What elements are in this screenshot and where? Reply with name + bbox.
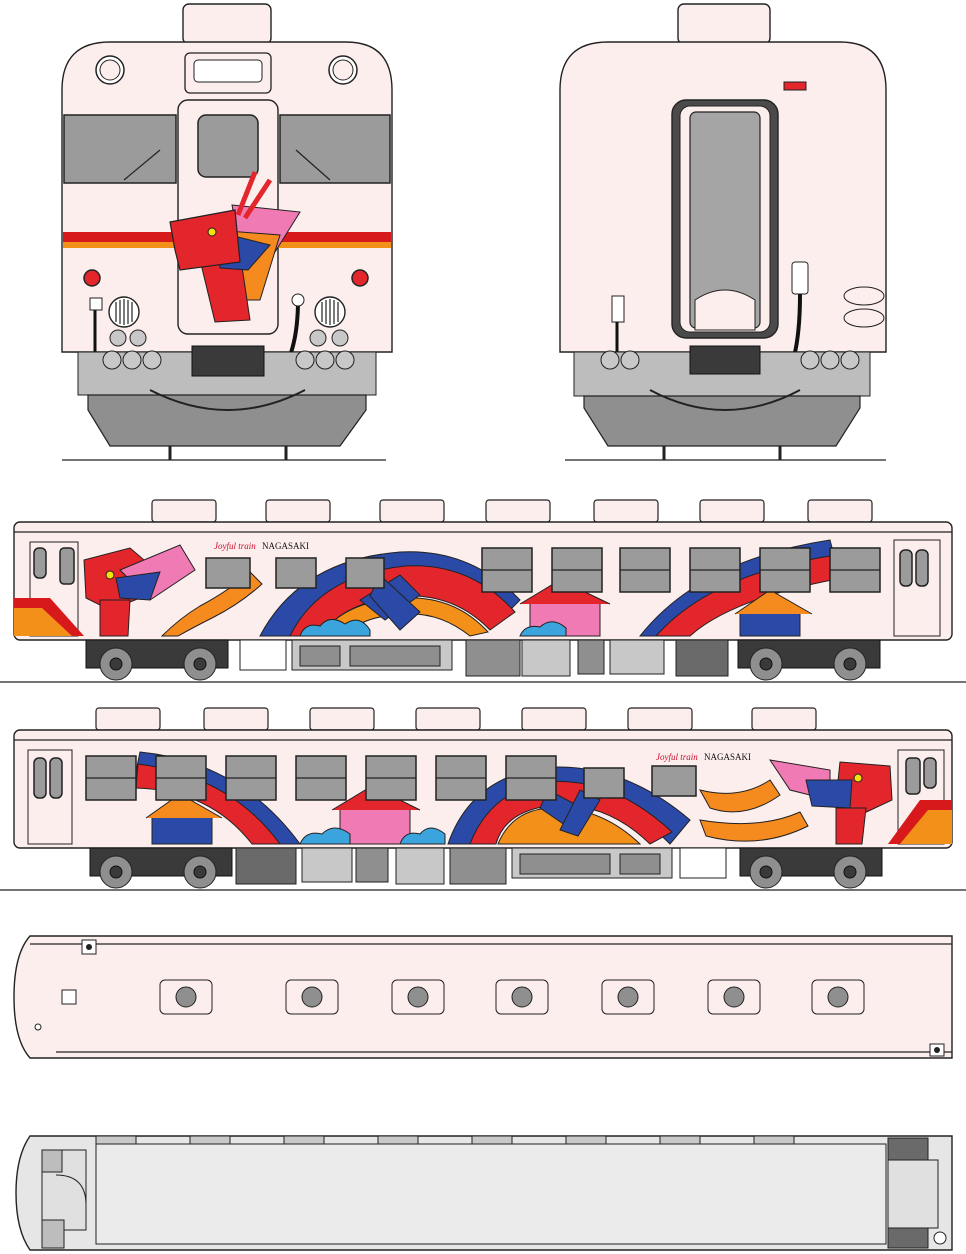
side-windows-a [205,547,881,593]
rear-end-view [559,3,887,461]
underfloor-equipment-b [235,847,727,885]
coupler-rear [689,345,761,375]
livery-script-b: Joyful train [656,752,698,762]
tail-light-right [351,269,369,287]
underfloor-equipment-a [239,639,729,677]
side-view-a: Joyful train NAGASAKI [0,499,966,683]
passenger-saloon [95,1143,887,1245]
side-windows-b [85,755,697,801]
coupler-front [191,345,265,377]
bogie-a2 [737,639,881,681]
livery-name-a: NAGASAKI [262,541,309,551]
front-end-view [61,3,393,461]
bogie-b1 [89,847,233,889]
front-window-right [279,114,391,184]
roof-vents [159,979,865,1015]
tail-light-left [83,269,101,287]
horn-grille-right [314,296,346,328]
floor-plan [15,1135,953,1251]
front-window-left [63,114,177,184]
bogie-a1 [85,639,229,681]
livery-script-a: Joyful train [214,541,256,551]
livery-name-b: NAGASAKI [704,752,751,762]
side-view-b: Joyful train NAGASAKI [0,707,966,891]
dragon-head-front [169,171,301,323]
roof-plan [13,935,953,1059]
horn-grille-left [108,296,140,328]
bogie-b2 [739,847,883,889]
